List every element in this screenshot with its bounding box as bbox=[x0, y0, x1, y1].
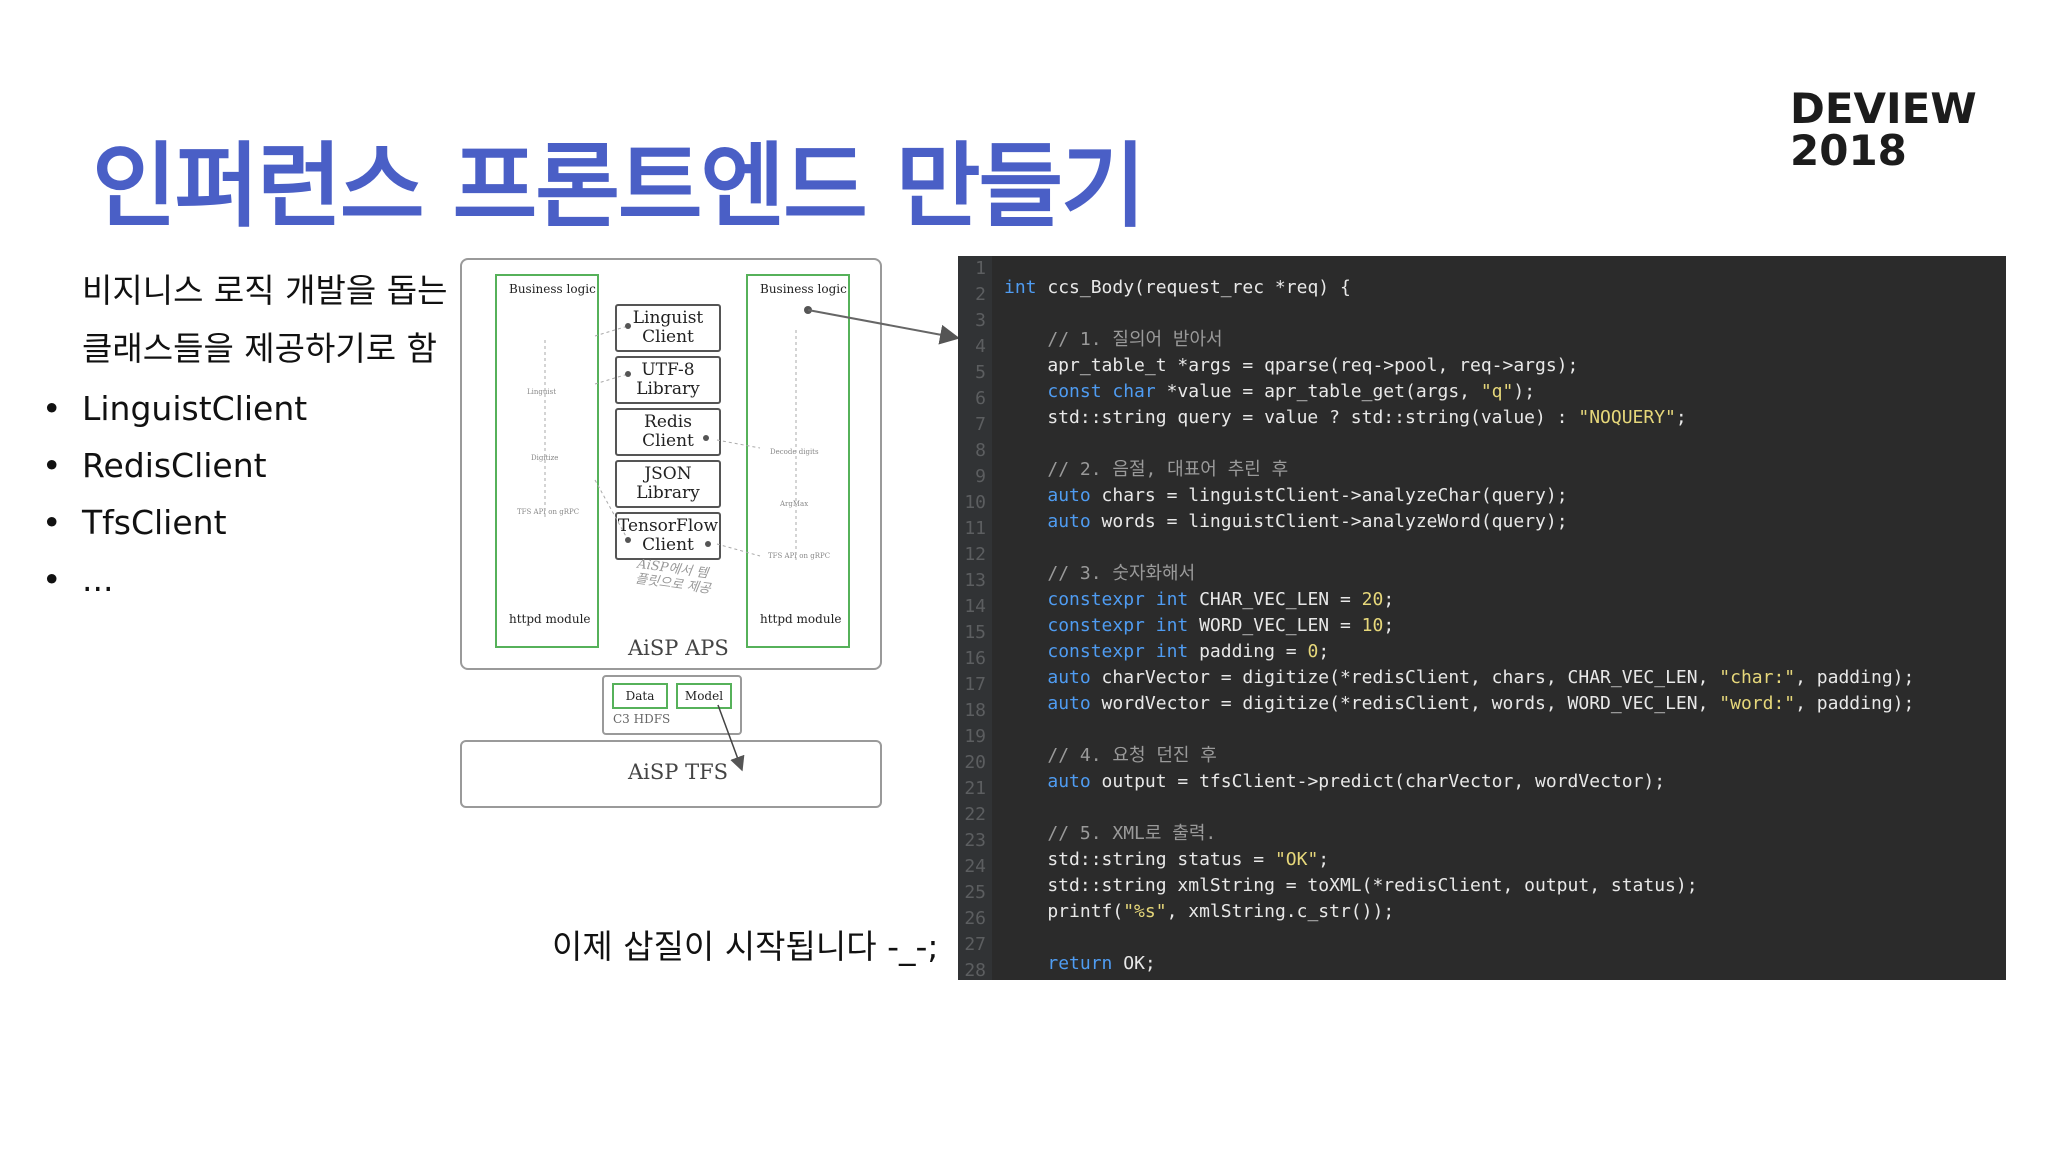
lib-line: Linguist bbox=[632, 308, 704, 328]
code-source: int ccs_Body(request_rec *req) { // 1. 질… bbox=[1004, 256, 1914, 980]
lib-line: Client bbox=[642, 535, 694, 555]
right-step-3: TFS API on gRPC bbox=[768, 552, 831, 560]
hdfs-label: C3 HDFS bbox=[613, 712, 671, 726]
bullet-item: LinguistClient bbox=[38, 380, 307, 437]
page-title: 인퍼런스 프론트엔드 만들기 bbox=[92, 133, 1146, 240]
code-editor: 1 2 3 4 5 6 7 8 9 10 11 12 13 14 15 16 1… bbox=[958, 256, 2006, 980]
logo-line2: 2018 bbox=[1790, 126, 1907, 175]
lib-line: UTF-8 bbox=[641, 360, 695, 380]
connector-dots bbox=[625, 306, 812, 547]
lib-line: Client bbox=[642, 327, 694, 347]
hdfs-container bbox=[602, 675, 742, 735]
line-numbers: 1 2 3 4 5 6 7 8 9 10 11 12 13 14 15 16 1… bbox=[964, 258, 986, 980]
tfs-label: AiSP TFS bbox=[628, 760, 729, 784]
bullet-item: TfsClient bbox=[38, 494, 307, 551]
business-logic-left-box: Business logic Linguist Digitize TFS API… bbox=[495, 274, 599, 648]
intro-text: 비지니스 로직 개발을 돕는 클래스들을 제공하기로 함 bbox=[82, 262, 447, 378]
lib-line: Library bbox=[636, 483, 700, 503]
arrow-to-code bbox=[807, 309, 960, 345]
right-step-2: ArgMax bbox=[780, 500, 809, 508]
bullet-list: LinguistClient RedisClient TfsClient ... bbox=[38, 380, 307, 608]
lib-line: Library bbox=[636, 379, 700, 399]
lib-line: Client bbox=[642, 431, 694, 451]
bullet-item: RedisClient bbox=[38, 437, 307, 494]
httpd-left-label: httpd module bbox=[509, 612, 591, 626]
right-step-1: Decode digits bbox=[770, 448, 819, 456]
arrow-model-to-tfs bbox=[717, 704, 745, 772]
lib-line: TensorFlow bbox=[617, 516, 719, 536]
model-box: Model bbox=[676, 683, 732, 709]
business-logic-left-label: Business logic bbox=[509, 282, 596, 296]
left-step-1: Linguist bbox=[527, 388, 557, 396]
intro-line2: 클래스들을 제공하기로 함 bbox=[82, 329, 437, 368]
httpd-right-label: httpd module bbox=[760, 612, 842, 626]
bullet-item: ... bbox=[38, 551, 307, 608]
dashed-links bbox=[544, 325, 797, 560]
left-step-2: Digitize bbox=[531, 454, 559, 462]
code-text: int ccs_Body(request_rec *req) { // 1. 질… bbox=[1004, 277, 1915, 980]
aps-container bbox=[460, 258, 882, 670]
bottom-note: 이제 삽질이 시작됩니다 -_-; bbox=[552, 927, 939, 966]
intro-line1: 비지니스 로직 개발을 돕는 bbox=[82, 271, 448, 310]
data-box: Data bbox=[612, 683, 668, 709]
left-step-3: TFS API on gRPC bbox=[517, 508, 580, 516]
business-logic-right-label: Business logic bbox=[760, 282, 847, 296]
lib-line: Redis bbox=[644, 412, 692, 432]
deview-logo: DEVIEW 2018 bbox=[1790, 88, 1977, 172]
lib-line: JSON bbox=[644, 464, 692, 484]
logo-line1: DEVIEW bbox=[1790, 84, 1977, 133]
tfs-container bbox=[460, 740, 882, 808]
business-logic-right-box: Business logic Decode digits ArgMax TFS … bbox=[746, 274, 850, 648]
aps-label: AiSP APS bbox=[628, 636, 729, 660]
line-number-gutter: 1 2 3 4 5 6 7 8 9 10 11 12 13 14 15 16 1… bbox=[958, 256, 992, 980]
